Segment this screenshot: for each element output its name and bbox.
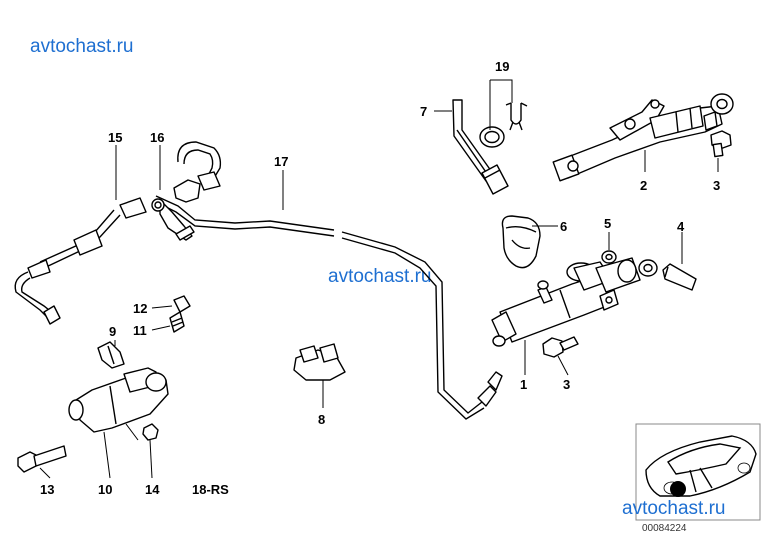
callout-8: 8: [318, 412, 325, 427]
part-14-nut: [142, 423, 159, 441]
part-4-push-rod: [638, 259, 697, 291]
callout-1: 1: [520, 377, 527, 392]
callout-10: 10: [98, 482, 112, 497]
thumbnail-ref-number: 00084224: [642, 523, 687, 534]
part-3-bolt-lower: [542, 336, 579, 358]
part-15-pipe-with-fittings: [14, 197, 147, 325]
part-2-clutch-master-cylinder: [552, 93, 734, 182]
part-9-connector: [97, 341, 125, 369]
watermark-center: avtochast.ru: [328, 266, 432, 287]
callout-13: 13: [40, 482, 54, 497]
callout-3-lower: 3: [563, 377, 570, 392]
part-12-cap: [173, 295, 191, 313]
part-5-seal-ring: [601, 250, 617, 264]
leader-lines: [39, 79, 719, 479]
part-17-clutch-pipe: [155, 195, 503, 420]
part-7-vent-hose: [452, 99, 509, 195]
callout-7: 7: [420, 104, 427, 119]
part-19-seal-and-clip: [479, 102, 528, 148]
callout-4: 4: [677, 219, 685, 234]
part-13-bolt: [17, 445, 67, 473]
callout-3-upper: 3: [713, 178, 720, 193]
watermark-top-left: avtochast.ru: [30, 36, 134, 57]
part-16-bracket-valve: [151, 141, 222, 241]
callout-6: 6: [560, 219, 567, 234]
part-10-slave-cylinder: [68, 367, 169, 441]
part-6-rubber-boot: [501, 215, 541, 269]
callout-15: 15: [108, 130, 122, 145]
part-8-holder: [293, 343, 346, 381]
callout-12: 12: [133, 301, 147, 316]
callout-17: 17: [274, 154, 288, 169]
callout-16: 16: [150, 130, 164, 145]
part-11-bleed-screw: [169, 311, 185, 333]
callout-5: 5: [604, 216, 611, 231]
vehicle-locator-thumbnail: 00084224: [635, 423, 761, 534]
part-1-clutch-slave-cylinder: [491, 257, 641, 347]
location-marker-icon: [670, 481, 686, 497]
callout-14: 14: [145, 482, 160, 497]
callout-2: 2: [640, 178, 647, 193]
watermark-bottom-right: avtochast.ru: [622, 498, 726, 519]
callout-11: 11: [133, 323, 147, 338]
callout-19: 19: [495, 59, 509, 74]
part-3-bolt-upper: [710, 130, 732, 158]
callout-18-rs: 18-RS: [192, 482, 229, 497]
callout-9: 9: [109, 324, 116, 339]
